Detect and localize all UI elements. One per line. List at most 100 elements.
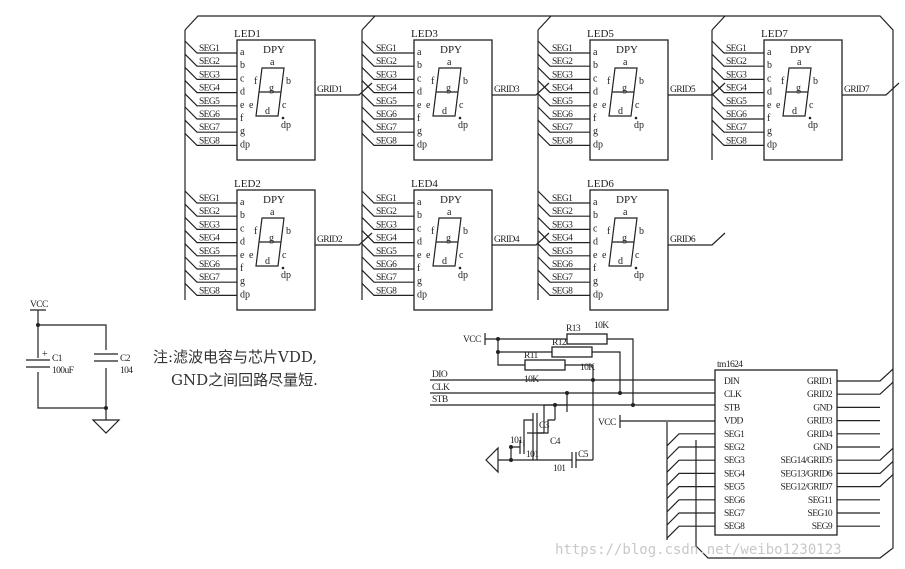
led-name: LED2 — [234, 178, 261, 190]
seg-letter: f — [767, 113, 771, 124]
ic-right-pin: GRID3 — [807, 417, 833, 427]
power-filter: VCC + C1 100uF C2 104 — [26, 300, 134, 434]
svg-text:f: f — [254, 76, 258, 87]
ic-right-pin: SEG13/GRID6 — [781, 469, 833, 479]
ic-left-pin: STB — [724, 403, 740, 413]
seg-pin-label: SEG5 — [726, 97, 747, 107]
seg-pin-label: SEG8 — [376, 136, 397, 146]
seg-wire — [537, 40, 590, 54]
seg-pin-label: SEG4 — [199, 234, 220, 244]
seg-letter: e — [767, 100, 772, 111]
seg-pin-label: SEG6 — [199, 110, 220, 120]
led-body — [413, 189, 493, 311]
seg-pin-label: SEG3 — [552, 70, 573, 80]
seg-pin-label: SEG6 — [552, 260, 573, 270]
seg-letter: d — [417, 87, 422, 98]
seven-segment-icon — [255, 67, 285, 117]
svg-text:f: f — [781, 76, 785, 87]
ic-right-wire — [837, 460, 894, 474]
led-part: DPY — [440, 194, 462, 206]
seg-pin-label: SEG3 — [552, 220, 573, 230]
seg-letter: d — [767, 87, 772, 98]
svg-text:dp: dp — [808, 120, 818, 131]
svg-text:b: b — [286, 76, 291, 87]
seg-pin-label: SEG8 — [552, 286, 573, 296]
seg-letter: a — [767, 47, 772, 58]
ic-right-wire — [837, 368, 894, 382]
ic-left-pin: VDD — [724, 417, 744, 427]
ic-right-pin: GND — [813, 403, 833, 413]
svg-text:d: d — [442, 106, 447, 117]
svg-text:c: c — [635, 250, 640, 261]
grid-label: GRID1 — [317, 85, 343, 95]
c5-name: C5 — [578, 450, 589, 460]
svg-text:dp: dp — [281, 270, 291, 281]
c1-value: 100uF — [52, 366, 74, 376]
r11-name: R11 — [524, 351, 539, 361]
seg-letter: dp — [240, 139, 250, 150]
seg-letter: f — [240, 263, 244, 274]
seg-pin-label: SEG2 — [199, 207, 220, 217]
seg-letter: a — [593, 47, 598, 58]
seg-wire — [184, 269, 237, 283]
grid-wire — [668, 232, 726, 246]
watermark: https://blog.csdn.net/weibo1230123 — [555, 542, 842, 558]
seg-pin-label: SEG4 — [726, 84, 747, 94]
ic-left-pin: SEG2 — [724, 443, 745, 453]
seg-pin-label: SEG8 — [199, 136, 220, 146]
note-line1: 注:滤波电容与芯片VDD, — [153, 348, 317, 366]
svg-text:c: c — [282, 250, 287, 261]
seg-letter: d — [417, 237, 422, 248]
seg-pin-label: SEG6 — [726, 110, 747, 120]
seg-wire — [361, 230, 414, 244]
led-body — [589, 39, 669, 161]
seg-letter: e — [593, 250, 598, 261]
ground-icon — [485, 446, 499, 474]
seg-pin-label: SEG2 — [199, 57, 220, 67]
ic-right-wire — [837, 381, 894, 395]
seg-letter: d — [240, 87, 245, 98]
svg-text:a: a — [797, 57, 802, 68]
ic-left-pin: SEG8 — [724, 522, 745, 532]
seg-wire — [711, 106, 764, 120]
vdd-vcc-label: VCC — [598, 418, 616, 428]
seg-letter: g — [240, 276, 245, 287]
svg-text:b: b — [813, 76, 818, 87]
seven-segment-icon — [782, 67, 812, 117]
seg-wire — [711, 119, 764, 133]
seg-letter: dp — [593, 289, 603, 300]
seg-letter: e — [240, 250, 245, 261]
ic-right-pin: SEG14/GRID5 — [781, 456, 833, 466]
seg-pin-label: SEG1 — [552, 44, 573, 54]
svg-text:dp: dp — [634, 120, 644, 131]
seg-wire — [184, 80, 237, 94]
c3-name: C3 — [539, 421, 550, 431]
grid-wire — [668, 82, 726, 96]
seg-pin-label: SEG1 — [552, 194, 573, 204]
seg-wire — [711, 93, 764, 107]
seg-pin-label: SEG1 — [376, 194, 397, 204]
svg-text:b: b — [463, 226, 468, 237]
seg-wire — [361, 256, 414, 270]
seg-letter: g — [593, 276, 598, 287]
seg-letter: g — [240, 126, 245, 137]
c2-name: C2 — [120, 354, 131, 364]
seg-letter: a — [593, 197, 598, 208]
svg-text:d: d — [618, 256, 623, 267]
c1-polarity: + — [42, 349, 48, 360]
led-part: DPY — [440, 44, 462, 56]
svg-text:c: c — [459, 250, 464, 261]
seg-pin-label: SEG5 — [199, 97, 220, 107]
seg-pin-label: SEG5 — [552, 247, 573, 257]
ic-seg-wire — [666, 525, 715, 539]
seg-wire — [184, 53, 237, 67]
seg-letter: e — [417, 100, 422, 111]
seg-pin-label: SEG8 — [552, 136, 573, 146]
led-part: DPY — [790, 44, 812, 56]
seg-pin-label: SEG2 — [376, 57, 397, 67]
seg-letter: e — [417, 250, 422, 261]
seg-letter: b — [417, 60, 422, 71]
